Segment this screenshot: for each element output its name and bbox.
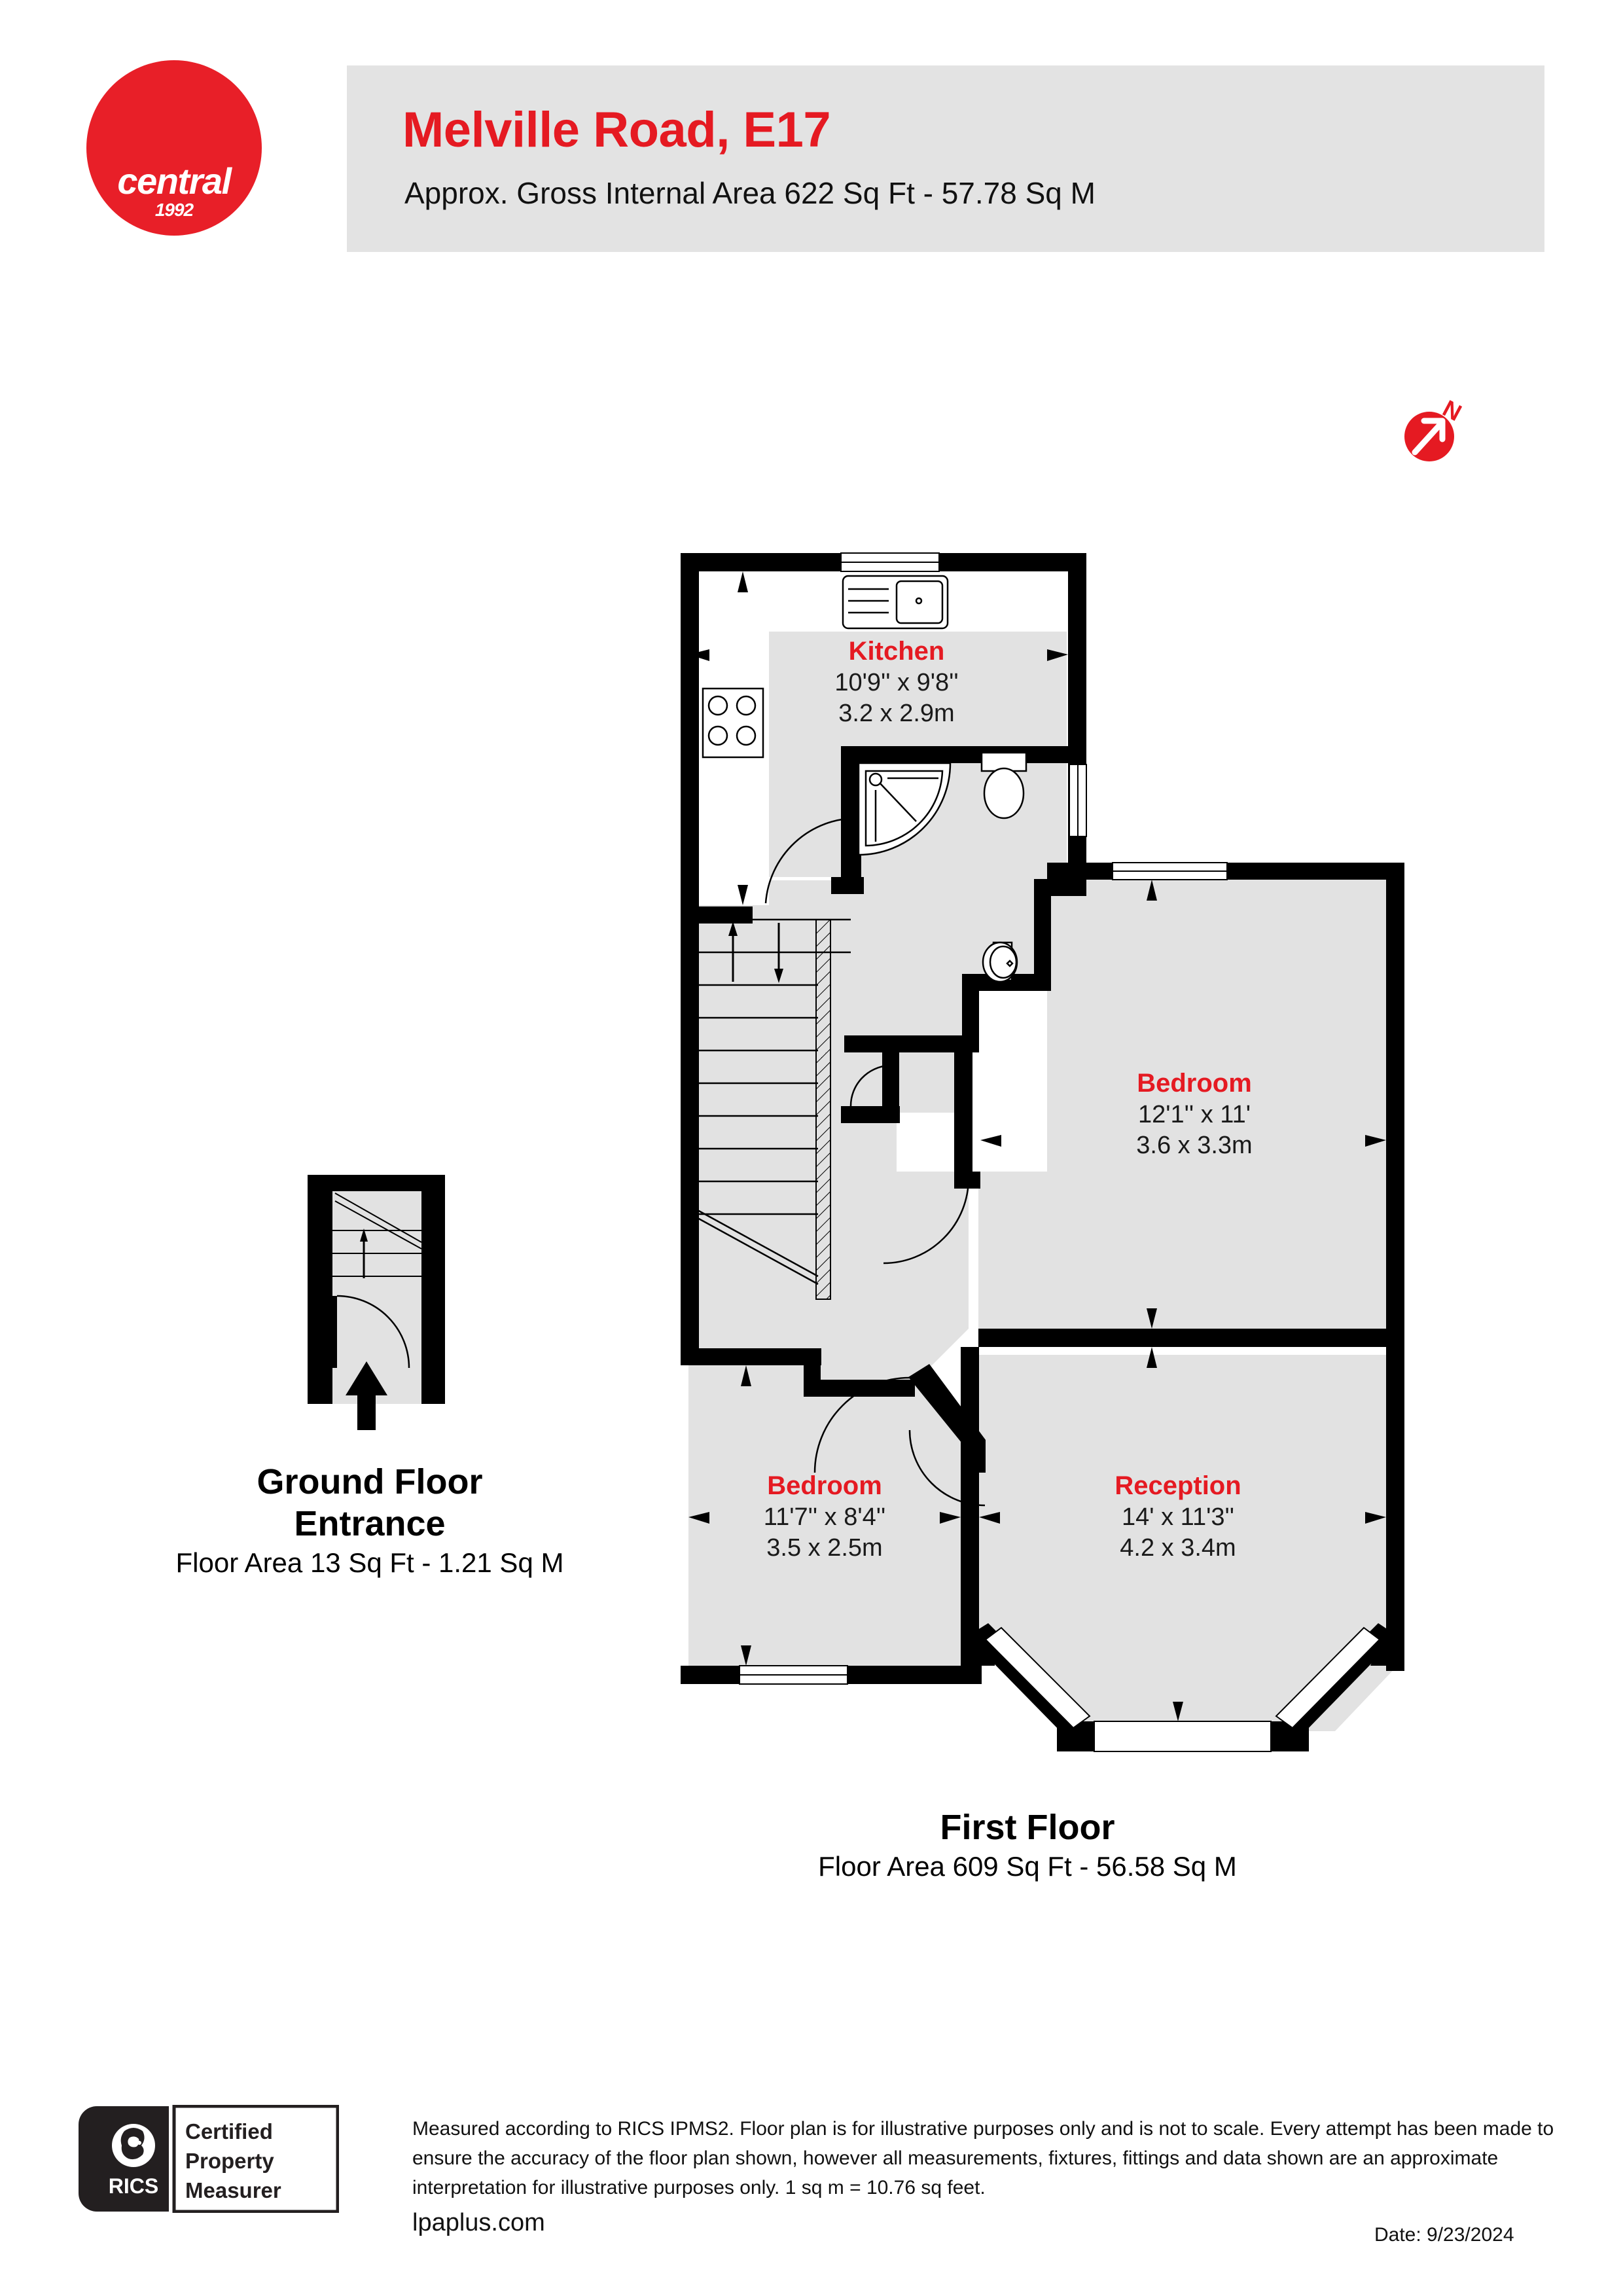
room-name: Bedroom bbox=[767, 1471, 882, 1500]
first-floor-caption: First Floor Floor Area 609 Sq Ft - 56.58… bbox=[753, 1806, 1302, 1885]
wash-basin bbox=[982, 941, 1018, 983]
room-name: Bedroom bbox=[1137, 1069, 1252, 1098]
shower-enclosure bbox=[857, 762, 952, 856]
room-metric-dimensions: 3.6 x 3.3m bbox=[1136, 1132, 1253, 1159]
room-imperial-dimensions: 10'9'' x 9'8'' bbox=[834, 669, 959, 696]
ground-floor-area: Floor Area 13 Sq Ft - 1.21 Sq M bbox=[175, 1547, 564, 1578]
entrance-direction-arrow bbox=[346, 1361, 387, 1430]
room-metric-dimensions: 4.2 x 3.4m bbox=[1120, 1534, 1236, 1562]
footer-disclaimer: Measured according to RICS IPMS2. Floor … bbox=[412, 2118, 1554, 2198]
room-imperial-dimensions: 11'7'' x 8'4'' bbox=[763, 1503, 886, 1531]
ground-staircase bbox=[332, 1193, 422, 1277]
room-name: Kitchen bbox=[848, 637, 945, 666]
rics-certified-badge: RICS Certified Property Measurer bbox=[79, 2105, 339, 2213]
first-floor-area: Floor Area 609 Sq Ft - 56.58 Sq M bbox=[818, 1851, 1237, 1882]
ground-floor-title: Ground Floor bbox=[257, 1462, 483, 1501]
entrance-door bbox=[332, 1295, 410, 1369]
first-floor-title: First Floor bbox=[940, 1808, 1115, 1847]
room-metric-dimensions: 3.2 x 2.9m bbox=[838, 700, 955, 727]
logo-year: 1992 bbox=[154, 200, 194, 220]
badge-line-1: Certified bbox=[185, 2119, 273, 2144]
kitchen-hob bbox=[702, 687, 764, 759]
main-staircase bbox=[688, 918, 851, 1300]
room-label-bedroom-lower: Bedroom 11'7'' x 8'4'' 3.5 x 2.5m bbox=[694, 1469, 955, 1564]
footer-date: Date: 9/23/2024 bbox=[1374, 2224, 1514, 2246]
north-compass: N bbox=[1400, 395, 1469, 465]
room-imperial-dimensions: 14' x 11'3'' bbox=[1122, 1503, 1234, 1531]
header-band bbox=[347, 65, 1544, 252]
gross-internal-area-text: Approx. Gross Internal Area 622 Sq Ft - … bbox=[404, 176, 1096, 210]
kitchen-sink bbox=[842, 575, 949, 630]
footer-website[interactable]: lpaplus.com bbox=[412, 2209, 545, 2236]
room-label-bedroom-upper: Bedroom 12'1'' x 11' 3.6 x 3.3m bbox=[1054, 1067, 1335, 1161]
ground-floor-subtitle: Entrance bbox=[294, 1504, 446, 1543]
rics-wordmark: RICS bbox=[109, 2174, 158, 2198]
toilet bbox=[980, 751, 1027, 819]
logo-wordmark: central bbox=[117, 160, 232, 202]
room-name: Reception bbox=[1115, 1471, 1241, 1500]
company-logo: central 1992 bbox=[86, 60, 262, 236]
rics-lion-icon bbox=[112, 2124, 155, 2167]
room-label-kitchen: Kitchen 10'9'' x 9'8'' 3.2 x 2.9m bbox=[759, 635, 1034, 729]
badge-line-3: Measurer bbox=[185, 2178, 281, 2202]
ground-floor-caption: Ground Floor Entrance Floor Area 13 Sq F… bbox=[105, 1461, 635, 1581]
door-swings bbox=[764, 817, 986, 1507]
north-arrow-icon: N bbox=[1404, 395, 1466, 461]
page-title: Melville Road, E17 bbox=[402, 102, 831, 158]
ground-floor-plan bbox=[308, 1175, 445, 1430]
stair-up-arrow bbox=[360, 1229, 368, 1278]
room-imperial-dimensions: 12'1'' x 11' bbox=[1138, 1101, 1251, 1128]
room-label-reception: Reception 14' x 11'3'' 4.2 x 3.4m bbox=[1041, 1469, 1315, 1564]
badge-line-2: Property bbox=[185, 2149, 274, 2173]
kitchen-worktop bbox=[688, 569, 1067, 905]
room-metric-dimensions: 3.5 x 2.5m bbox=[766, 1534, 883, 1562]
